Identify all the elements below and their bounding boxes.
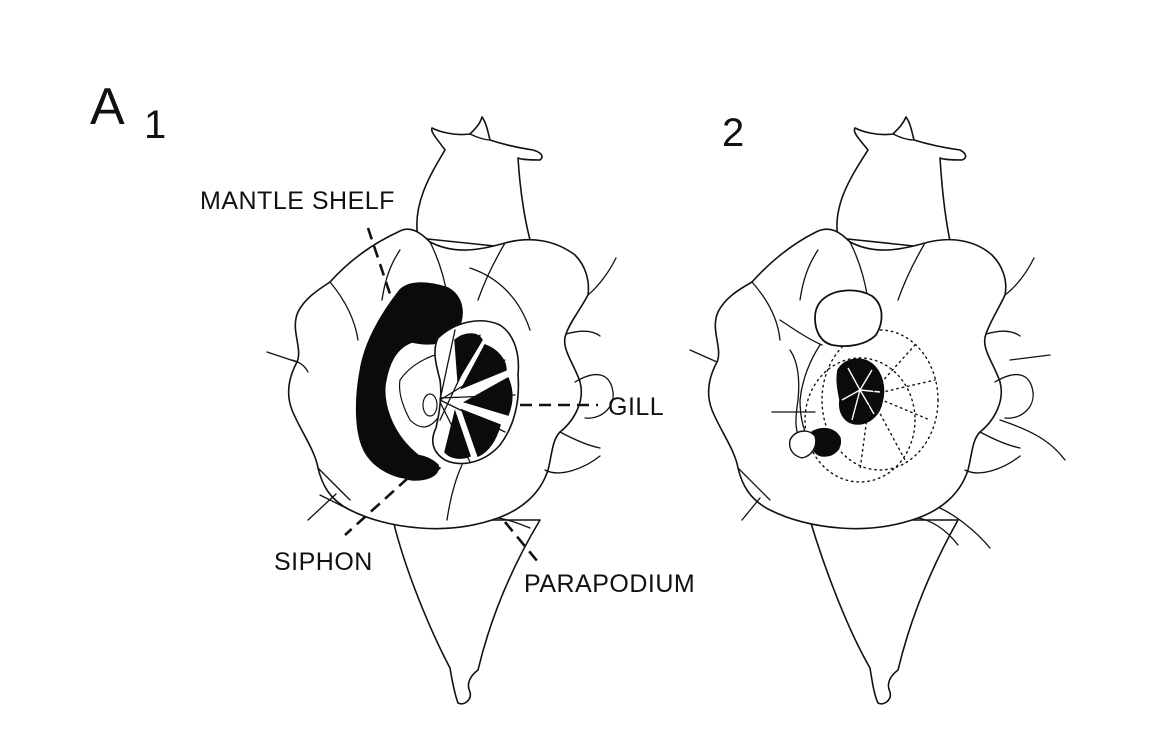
mantle-shelf-2 [814,289,883,348]
panel-number-2: 2 [722,111,744,155]
head-outline-2 [836,116,967,251]
gill-1 [422,320,520,465]
panel-letter-a: A [90,78,125,136]
tail-outline-1 [392,519,541,705]
mantle-shelf-1 [355,282,463,480]
tail-outline-2 [809,519,959,705]
label-gill: GILL [608,393,664,421]
label-siphon: SIPHON [274,548,373,576]
gill-2 [836,358,885,425]
label-mantle-shelf: MANTLE SHELF [200,187,395,215]
panel-number-1: 1 [144,103,166,147]
siphon-leader [344,477,409,536]
siphon-1 [396,454,439,481]
head-outline-1 [416,116,543,251]
dotted-mantle-outline [821,329,939,471]
parapodium-leader [503,521,540,563]
aplysia-drawing-2 [689,116,1066,705]
label-parapodium: PARAPODIUM [524,570,695,598]
mantle-shelf-leader [366,227,394,301]
aplysia-drawing-1 [266,116,617,705]
